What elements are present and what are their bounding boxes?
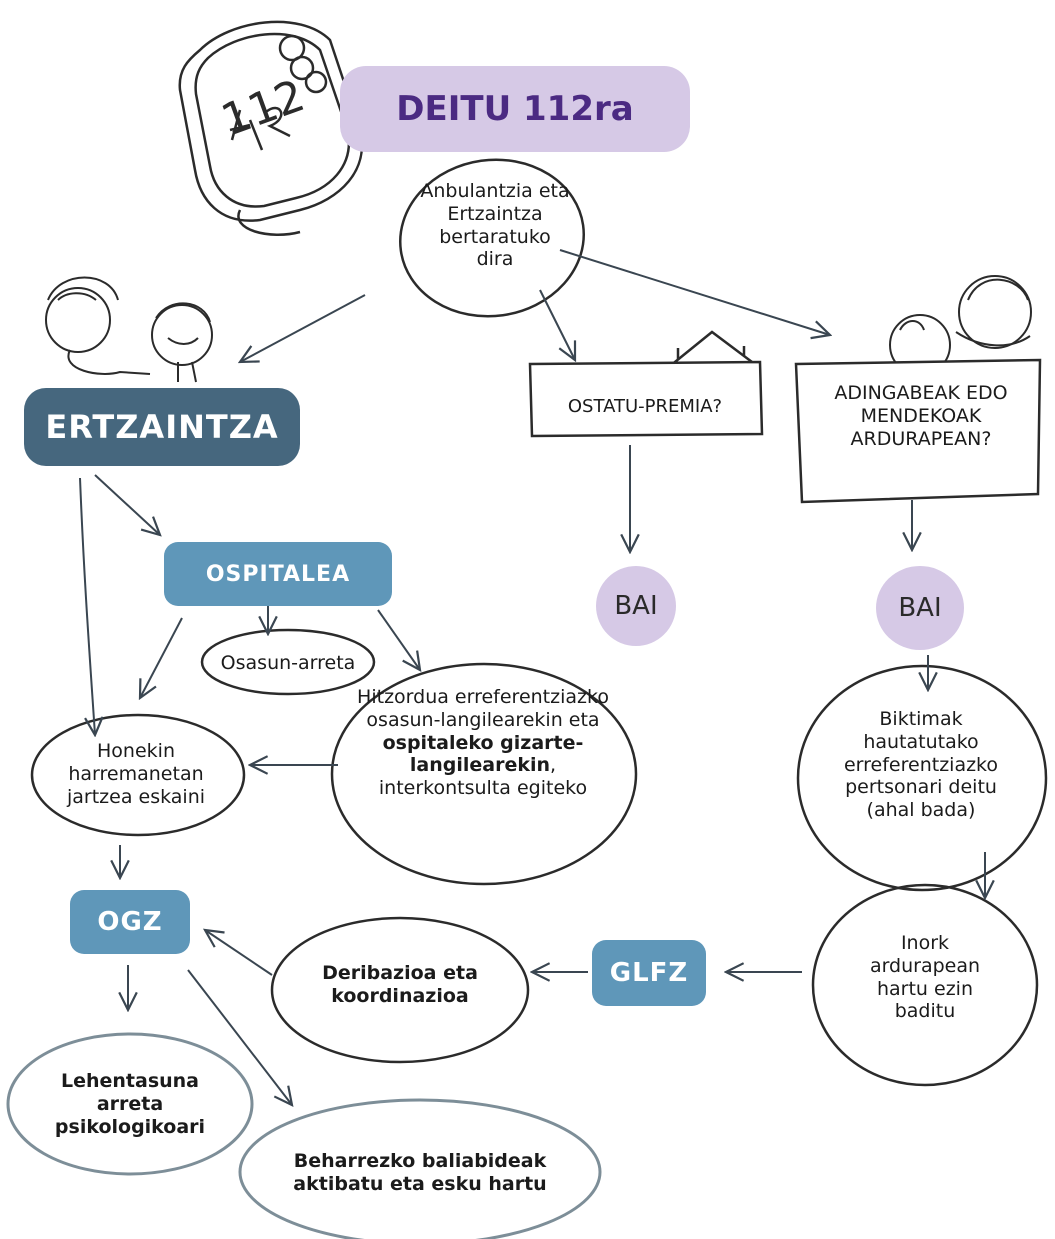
deribazioa-text: Deribazioa eta koordinazioa	[322, 962, 478, 1007]
arrow-deribazioa-ogz	[205, 930, 273, 976]
arrow-arrival-adingabeak	[559, 249, 830, 335]
honekin-text: Honekin harremanetan jartzea eskaini	[66, 740, 206, 808]
glfz-pill: GLFZ	[592, 940, 706, 1006]
beharrezko-oval	[238, 1098, 602, 1239]
honekin-oval	[30, 713, 246, 837]
arrow-arrival-ostatu	[539, 289, 575, 360]
ospitalea-pill: OSPITALEA	[164, 542, 392, 606]
inork-text: Inork ardurapean hartu ezin baditu	[869, 932, 981, 1023]
arrival-oval	[399, 158, 585, 318]
arrow-ertzaintza-ospitalea	[94, 474, 160, 535]
adingabeak-text: ADINGABEAK EDO MENDEKOAK ARDURAPEAN?	[834, 382, 1008, 450]
bai-left-circle: BAI	[596, 566, 676, 646]
inork-oval	[811, 883, 1039, 1087]
hitzordua-plain-1: Hitzordua erreferentziazko osasun-langil…	[357, 686, 609, 731]
bai-right-label: BAI	[898, 593, 942, 623]
ertzaintza-pill: ERTZAINTZA	[24, 388, 300, 466]
arrival-text: Anbulantzia eta Ertzaintza bertaratuko d…	[420, 180, 570, 271]
lehentasuna-text: Lehentasuna arreta psikologikoari	[54, 1070, 206, 1138]
arrow-ospitalea-honekin	[140, 617, 183, 698]
ostatu-box	[528, 360, 764, 438]
arrow-ospitalea-hitzordua	[377, 609, 420, 670]
beharrezko-text: Beharrezko baliabideak aktibatu eta esku…	[293, 1150, 547, 1195]
ostatu-text: OSTATU-PREMIA?	[567, 396, 723, 417]
deribazioa-oval	[270, 916, 530, 1064]
hitzordua-plain-2: , interkontsulta egiteko	[378, 754, 588, 800]
bai-left-label: BAI	[614, 591, 658, 621]
phone-icon	[178, 20, 364, 236]
arrow-ogz-beharrezko	[187, 969, 292, 1105]
title-pill: DEITU 112ra	[340, 66, 690, 152]
biktimak-text: Biktimak hautatutako erreferentziazko pe…	[843, 708, 999, 822]
glfz-label: GLFZ	[609, 958, 689, 988]
babies-icon	[889, 275, 1032, 376]
hitzordua-text: Hitzordua erreferentziazko osasun-langil…	[352, 686, 614, 800]
ogz-label: OGZ	[97, 907, 163, 937]
biktimak-oval	[796, 664, 1048, 892]
arrow-arrival-ertzaintza	[240, 294, 366, 362]
ertzaintza-label: ERTZAINTZA	[45, 408, 279, 446]
lehentasuna-oval	[6, 1032, 254, 1176]
adingabeak-box	[794, 358, 1042, 504]
bai-right-circle: BAI	[876, 566, 964, 650]
title-text: DEITU 112ra	[396, 89, 634, 129]
arrow-ertzaintza-honekin	[79, 477, 95, 735]
people-icon	[45, 276, 213, 383]
house-icon	[669, 330, 753, 367]
ogz-pill: OGZ	[70, 890, 190, 954]
phone-number: 112	[215, 70, 311, 147]
osasun-text: Osasun-arreta	[220, 652, 356, 674]
hitzordua-oval	[330, 662, 638, 886]
ospitalea-label: OSPITALEA	[205, 561, 351, 587]
osasun-oval	[200, 628, 376, 696]
hitzordua-bold: ospitaleko gizarte-langilearekin	[382, 731, 584, 777]
